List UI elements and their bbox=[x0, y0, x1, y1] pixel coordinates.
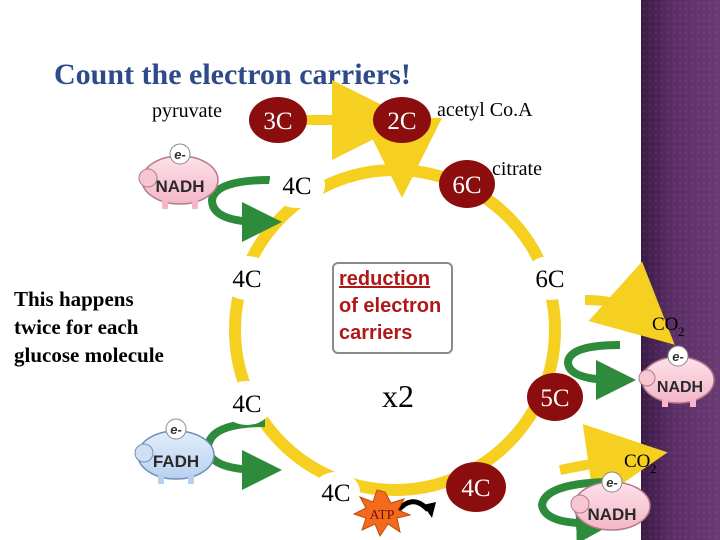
nadh-label: NADH bbox=[657, 379, 703, 396]
side-note-line: This happens bbox=[14, 287, 134, 311]
side-note-line: twice for each bbox=[14, 315, 139, 339]
nadh-label: NADH bbox=[587, 505, 636, 524]
node-label: 4C bbox=[232, 266, 261, 293]
electron-label: e- bbox=[174, 147, 186, 162]
node-label: 4C bbox=[232, 391, 261, 418]
citrate-label: citrate bbox=[492, 158, 542, 180]
fadh-label: FADH bbox=[153, 452, 199, 471]
nadh-green-arrow-3 bbox=[537, 478, 616, 540]
node-acetyl-2c: 2C bbox=[373, 97, 431, 143]
node-pyruvate-3c: 3C bbox=[249, 97, 307, 143]
node-label: 4C bbox=[282, 173, 311, 200]
co2-label-2: CO 2 bbox=[624, 451, 657, 476]
co2-release-arrow-2 bbox=[559, 424, 668, 504]
node-label: 6C bbox=[535, 266, 564, 293]
node-bottom-4c: 4C bbox=[312, 472, 360, 512]
node-label: 4C bbox=[461, 475, 490, 502]
callout-line: carriers bbox=[339, 322, 413, 344]
node-label: 6C bbox=[452, 172, 481, 199]
atp-starburst: ATP bbox=[352, 489, 412, 538]
nadh-piggy-bank-3: e- NADH bbox=[570, 471, 651, 531]
co2-release-arrow-1 bbox=[584, 261, 675, 345]
co2-label-1: CO 2 bbox=[652, 314, 685, 339]
side-note-line: glucose molecule bbox=[14, 343, 164, 367]
atp-label: ATP bbox=[370, 508, 395, 523]
side-note: This happens twice for each glucose mole… bbox=[14, 285, 164, 369]
node-bottom-right-4c: 4C bbox=[446, 462, 506, 512]
electron-label: e- bbox=[672, 349, 684, 364]
nadh-green-arrow-2 bbox=[563, 341, 636, 400]
electron-label: e- bbox=[170, 422, 182, 437]
node-label: 3C bbox=[263, 108, 292, 135]
node-left-4c: 4C bbox=[221, 256, 273, 300]
fadh-green-arrow bbox=[203, 419, 282, 490]
reduction-callout-box: reduction of electron carriers bbox=[332, 262, 453, 354]
atp-curl-arrowhead bbox=[423, 502, 436, 518]
nadh-label: NADH bbox=[155, 177, 204, 196]
pyruvate-label: pyruvate bbox=[152, 100, 222, 122]
node-lower-left-4c: 4C bbox=[221, 381, 273, 425]
node-right-5c: 5C bbox=[527, 373, 583, 421]
co2-subscript: 2 bbox=[650, 461, 657, 476]
co2-subscript: 2 bbox=[678, 324, 685, 339]
co2-text: CO bbox=[652, 314, 678, 335]
node-label: 5C bbox=[540, 385, 569, 412]
callout-line: reduction bbox=[339, 268, 431, 290]
electron-label: e- bbox=[606, 475, 618, 490]
nadh-piggy-bank-2: e- NADH bbox=[638, 345, 715, 407]
node-right-6c: 6C bbox=[524, 256, 576, 300]
nadh-green-arrow-1 bbox=[207, 176, 282, 242]
nadh-piggy-bank-1: e- NADH bbox=[138, 143, 219, 209]
node-label: 4C bbox=[321, 480, 350, 507]
node-label: 2C bbox=[387, 108, 416, 135]
callout-line: of electron bbox=[339, 295, 442, 317]
fadh-piggy-bank: e- FADH bbox=[134, 418, 215, 484]
acetyl-coa-label: acetyl Co.A bbox=[437, 99, 533, 121]
node-citrate-6c: 6C bbox=[439, 160, 495, 208]
node-oxaloacetate-4c: 4C bbox=[269, 162, 325, 208]
co2-text: CO bbox=[624, 451, 650, 472]
multiplier-label: x2 bbox=[382, 378, 414, 414]
